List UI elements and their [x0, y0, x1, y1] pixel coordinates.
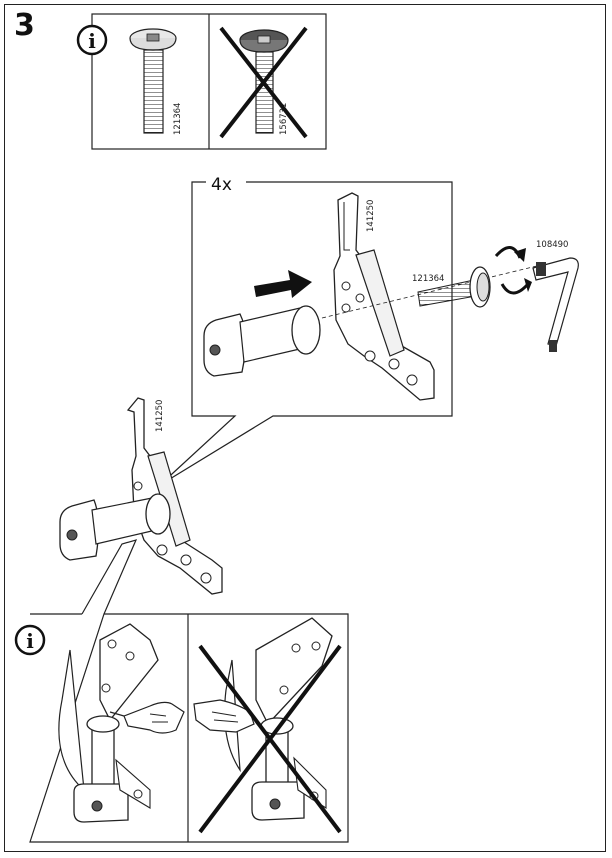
info-panel-bottom-frame — [29, 613, 349, 843]
bracket-detail — [333, 192, 435, 401]
zoom-pointer — [81, 539, 138, 615]
pointing-hand-wrong-icon — [193, 699, 255, 733]
correct-screw-code: 121364 — [173, 103, 183, 135]
screw-detail — [417, 266, 491, 308]
correct-hold-illustration — [58, 623, 159, 823]
connector-detail — [203, 305, 321, 377]
cross-out-icon-bottom — [198, 644, 342, 834]
info-icon-bottom: i — [14, 624, 46, 656]
bracket-code-main: 141250 — [155, 400, 165, 432]
rotate-arrow-icon — [494, 246, 532, 295]
bracket-main — [126, 397, 223, 595]
detail-panel: 4x 141250 — [159, 175, 579, 486]
hex-key-icon — [532, 257, 579, 352]
key-code-detail: 108490 — [536, 240, 568, 250]
push-arrow-icon — [254, 270, 312, 298]
bracket-code-detail: 141250 — [366, 200, 376, 232]
cross-out-icon — [219, 26, 308, 139]
correct-screw-icon — [129, 28, 177, 134]
info-panel-bottom: i — [14, 613, 349, 843]
page-frame — [4, 4, 606, 852]
wrong-hold-illustration — [224, 617, 333, 821]
info-icon: i — [76, 24, 108, 56]
svg-text:i: i — [88, 29, 96, 53]
info-panel-top: i 121364 156731 — [76, 13, 327, 150]
wrong-screw-icon — [239, 29, 289, 134]
svg-text:i: i — [26, 629, 34, 653]
screw-code-detail: 121364 — [412, 274, 444, 284]
pointing-hand-icon — [109, 701, 185, 734]
step-number: 3 — [14, 8, 35, 43]
multiplier-label: 4x — [211, 175, 232, 195]
connector-main — [59, 493, 171, 561]
wrong-screw-code: 156731 — [279, 103, 289, 135]
main-assembly-view: 141250 — [59, 397, 223, 615]
